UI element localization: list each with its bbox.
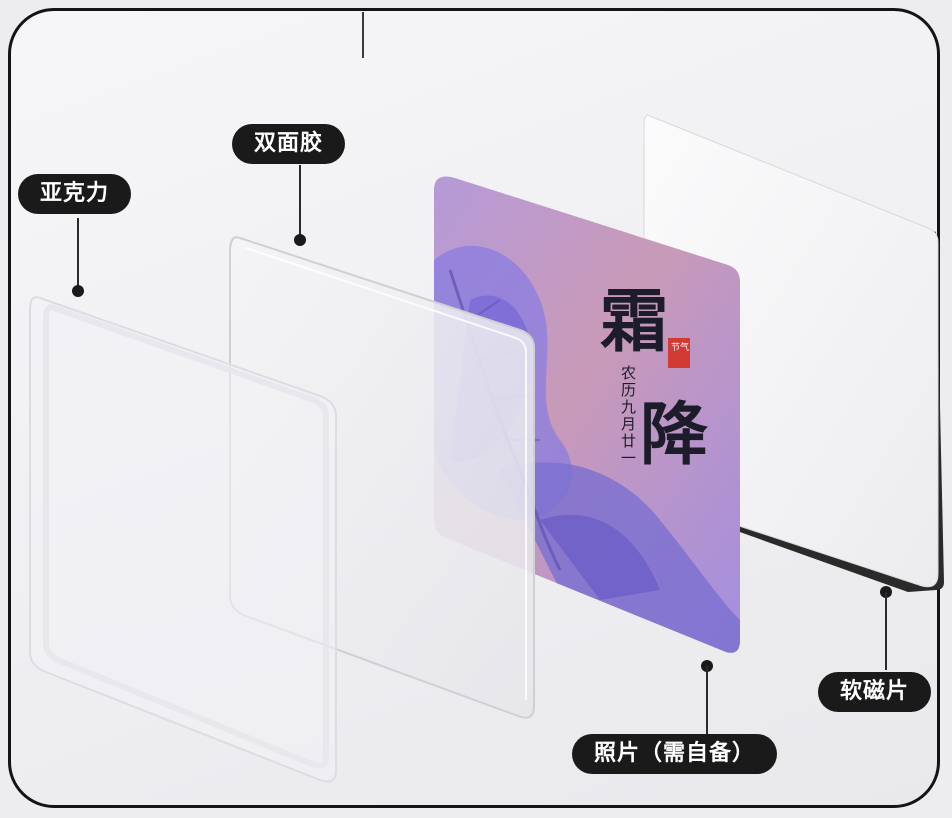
label-photo: 照片（需自备） [572,734,778,774]
photo-vertical-text: 农历九月廿一 [619,365,637,467]
tape-connector [294,165,306,246]
label-soft-magnet: 软磁片 [818,672,932,712]
label-acrylic: 亚克力 [18,174,132,214]
magnet-connector [880,586,892,670]
label-dot-icon [72,285,84,297]
seal-stamp [668,338,690,368]
acrylic-connector [72,218,84,297]
photo-title-line1: 霜 [600,282,668,362]
acrylic-layer [29,296,337,783]
photo-title-line2: 降 [640,395,708,475]
seal-text: 节气 [671,341,689,353]
label-double-tape: 双面胶 [232,124,346,164]
label-dot-icon [294,234,306,246]
